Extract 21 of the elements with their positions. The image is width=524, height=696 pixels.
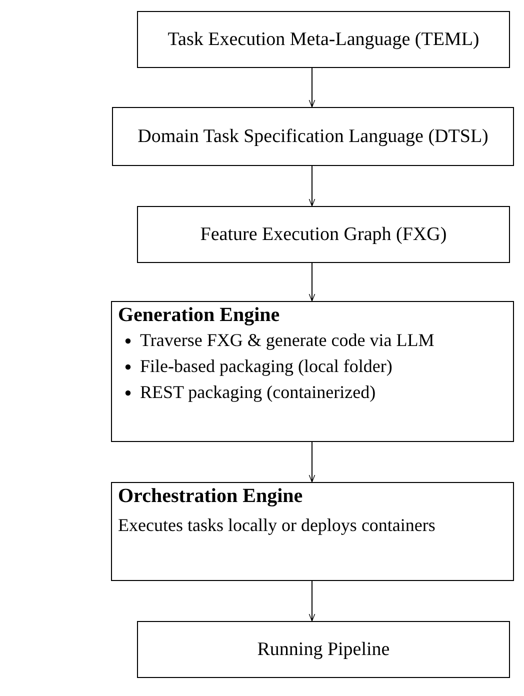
process-box [137, 621, 510, 678]
bullet-item: Traverse FXG & generate code via LLM [140, 330, 434, 350]
process-box [137, 206, 510, 263]
process-box [111, 482, 514, 581]
bullet-item: REST packaging (containerized) [140, 382, 376, 402]
box-label: Domain Task Specification Language (DTSL) [138, 126, 488, 148]
box-heading: Generation Engine [117, 303, 281, 327]
arrow [308, 262, 316, 302]
arrow [308, 166, 316, 206]
box-heading: Orchestration Engine [117, 484, 304, 508]
description-text: Executes tasks locally or deploys containers [117, 514, 436, 537]
arrow [308, 580, 316, 622]
box-label: Feature Execution Graph (FXG) [200, 224, 447, 246]
process-box [111, 301, 514, 442]
box-label: Running Pipeline [257, 638, 390, 660]
box-label: Task Execution Meta-Language (TEML) [168, 28, 480, 50]
process-box [137, 11, 510, 68]
process-box [112, 107, 514, 166]
bullet-item: File-based packaging (local folder) [140, 356, 392, 376]
arrow [308, 68, 316, 108]
arrow [308, 442, 316, 482]
